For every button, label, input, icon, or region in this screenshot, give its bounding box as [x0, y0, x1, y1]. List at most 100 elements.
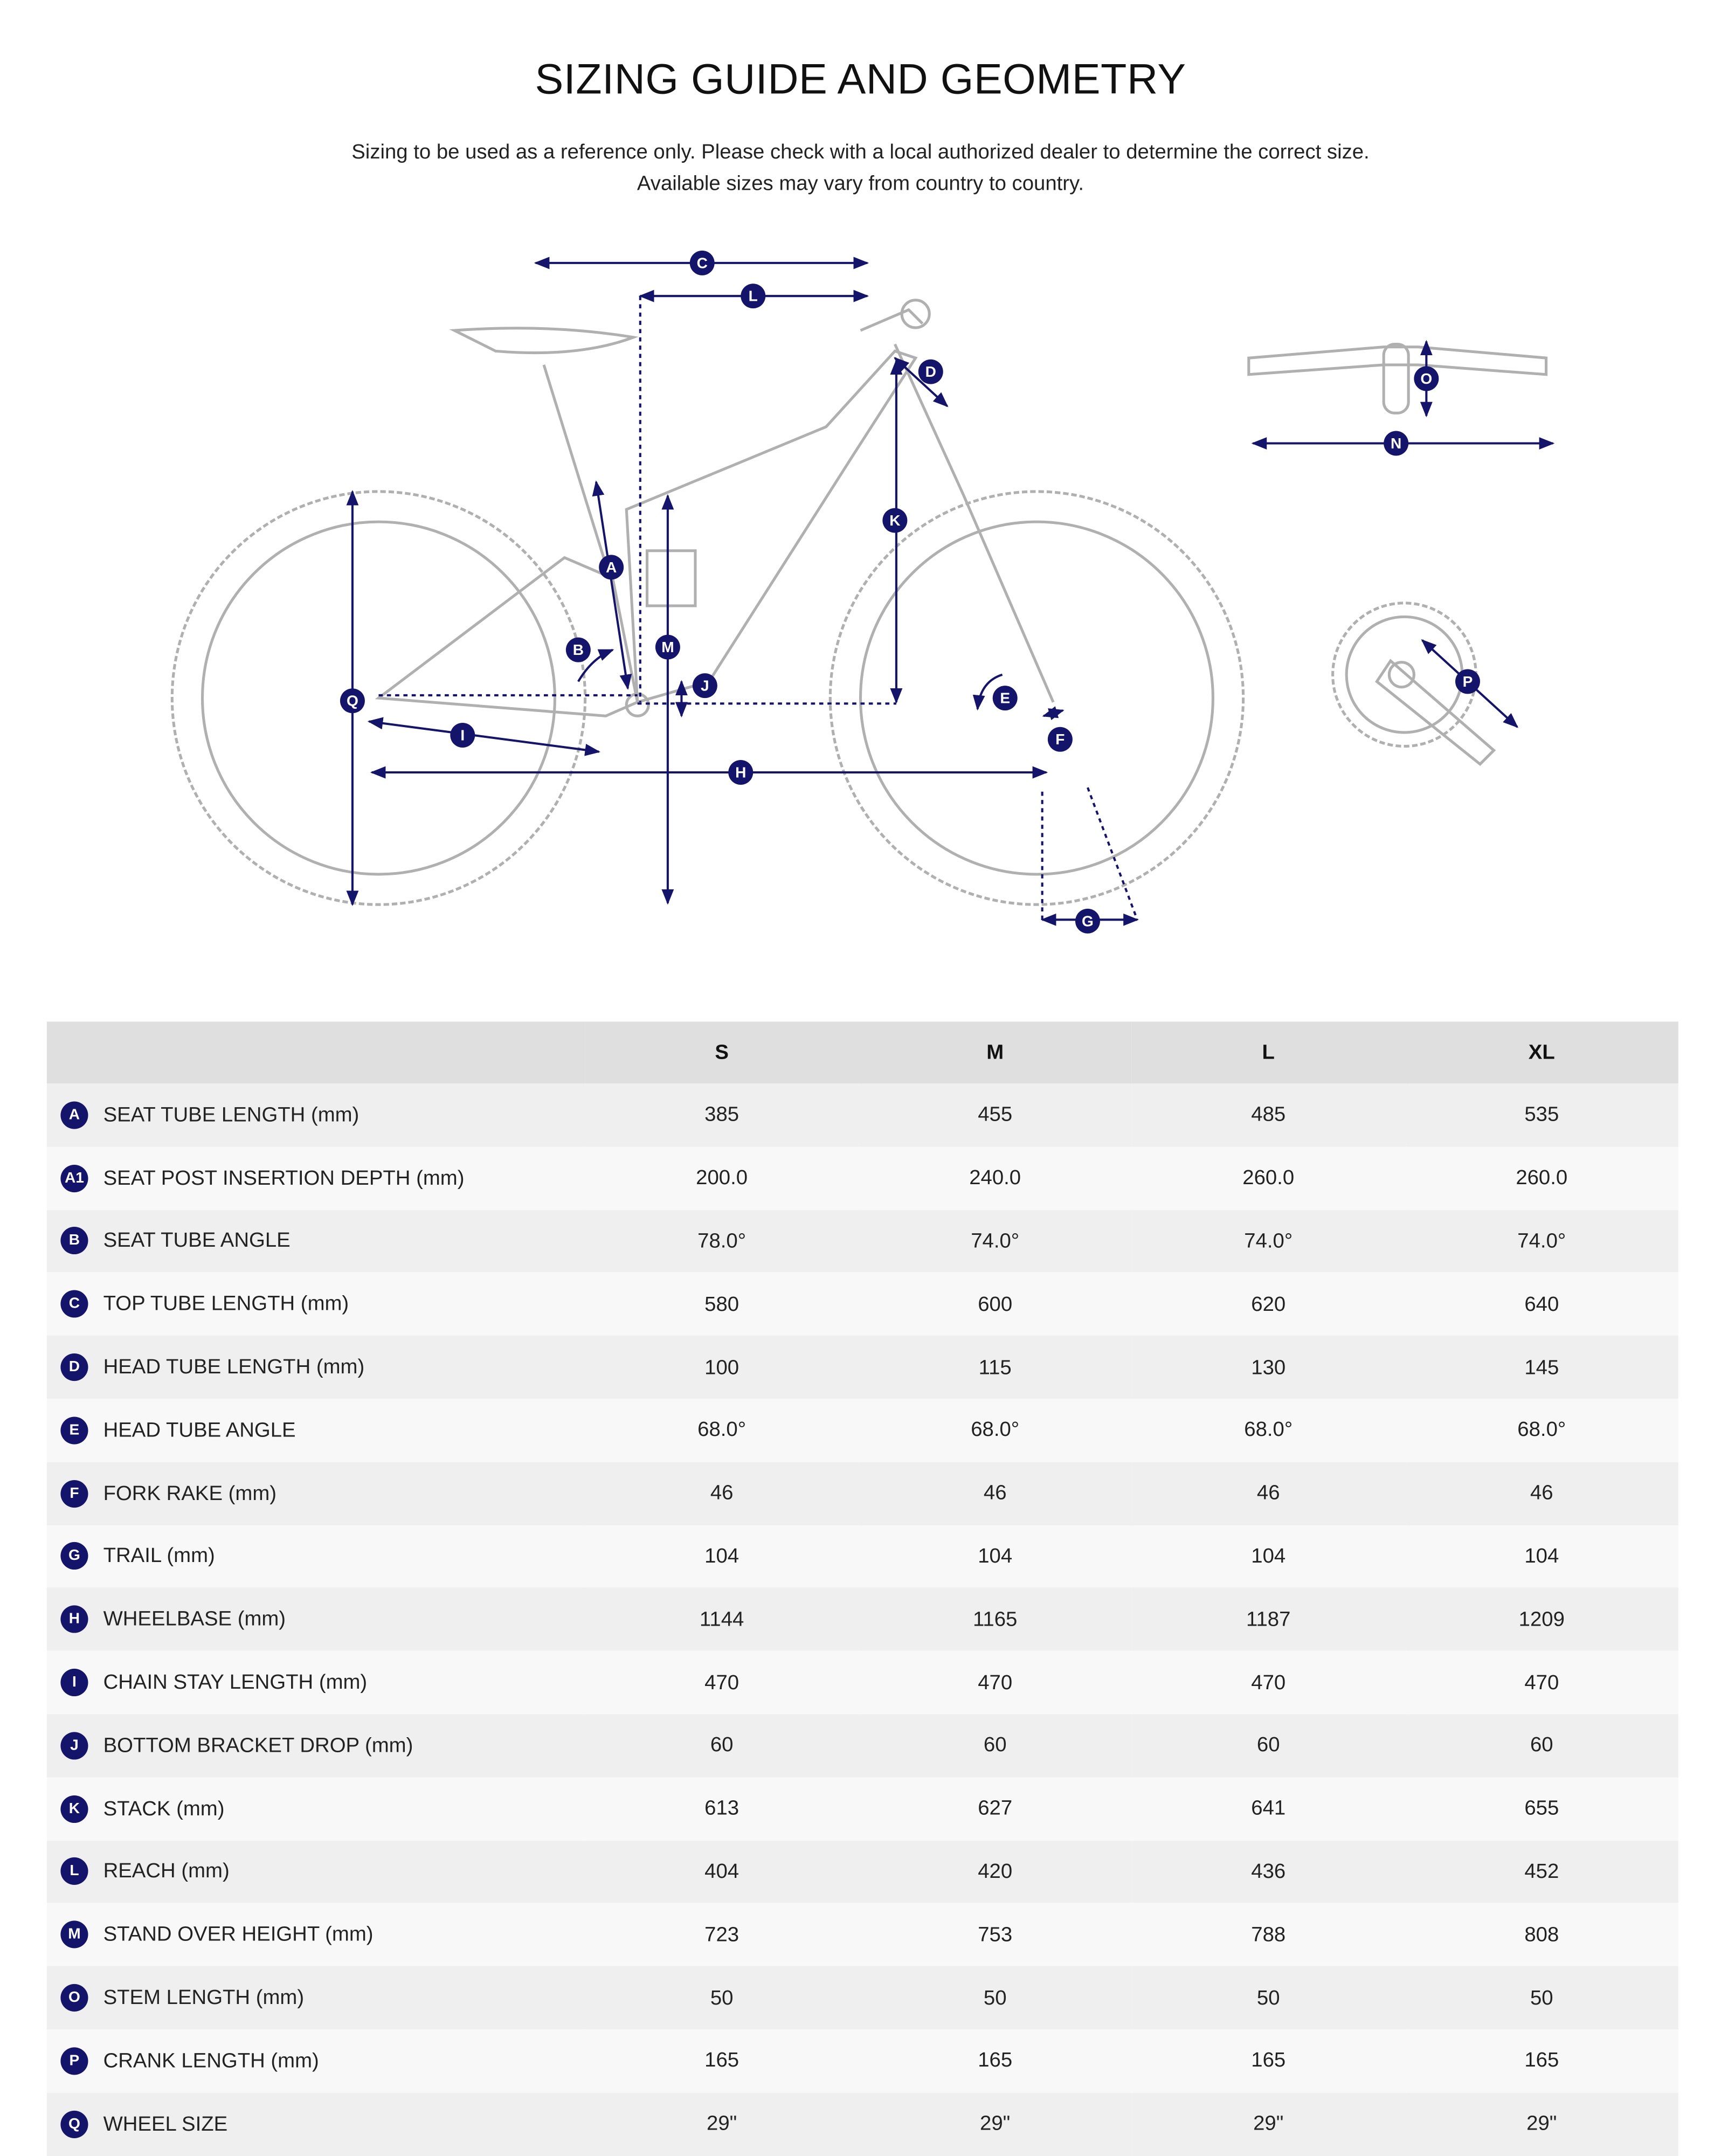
value-cell: 104 — [1131, 1525, 1405, 1588]
value-cell: 60 — [1405, 1714, 1678, 1778]
header-size: L — [1131, 1021, 1405, 1084]
label-H: H — [728, 760, 754, 785]
measurement-label: SEAT TUBE LENGTH (mm) — [103, 1103, 360, 1127]
label-Q: Q — [340, 688, 365, 714]
label-C: C — [689, 250, 715, 275]
value-cell: 260.0 — [1405, 1146, 1678, 1210]
measurement-label: CRANK LENGTH (mm) — [103, 2049, 319, 2073]
subtitle-line-1: Sizing to be used as a reference only. P… — [351, 140, 1370, 164]
label-A: A — [599, 555, 624, 580]
value-cell: 50 — [585, 1966, 859, 2030]
value-cell: 600 — [858, 1273, 1132, 1336]
value-cell: 68.0° — [1405, 1399, 1678, 1462]
measurement-label: BOTTOM BRACKET DROP (mm) — [103, 1733, 413, 1758]
value-cell: 455 — [858, 1083, 1132, 1147]
subtitle-line-2: Available sizes may vary from country to… — [637, 172, 1084, 196]
measurement-label: TRAIL (mm) — [103, 1544, 215, 1568]
measurement-code-badge: H — [60, 1606, 88, 1634]
value-cell: 46 — [1405, 1462, 1678, 1525]
value-cell: 68.0° — [858, 1399, 1132, 1462]
svg-text:A: A — [606, 559, 617, 576]
measurement-code-badge: K — [60, 1795, 88, 1823]
value-cell: 104 — [585, 1525, 859, 1588]
value-cell: 640 — [1405, 1273, 1678, 1336]
value-cell: 46 — [1131, 1462, 1405, 1525]
value-cell: 60 — [1131, 1714, 1405, 1778]
value-cell: 165 — [1405, 2029, 1678, 2093]
geometry-diagram: C L D K A B M J Q I H E F G O N P — [170, 250, 1555, 934]
header-size: M — [858, 1021, 1132, 1084]
measurement-label: SEAT TUBE ANGLE — [103, 1229, 291, 1253]
value-cell: 29" — [1405, 2092, 1678, 2156]
measurement-label: REACH (mm) — [103, 1860, 230, 1884]
value-cell: 655 — [1405, 1777, 1678, 1841]
label-P: P — [1455, 669, 1480, 694]
svg-text:M: M — [661, 639, 674, 655]
value-cell: 1144 — [585, 1588, 859, 1651]
measurement-code-badge: M — [60, 1921, 88, 1949]
value-cell: 46 — [858, 1462, 1132, 1525]
measurement-code-badge: P — [60, 2047, 88, 2075]
page-title: SIZING GUIDE AND GEOMETRY — [535, 55, 1186, 103]
value-cell: 50 — [1405, 1966, 1678, 2030]
value-cell: 60 — [585, 1714, 859, 1778]
value-cell: 436 — [1131, 1840, 1405, 1904]
label-O: O — [1414, 366, 1439, 391]
value-cell: 165 — [1131, 2029, 1405, 2093]
measurement-code-badge: B — [60, 1227, 88, 1255]
value-cell: 613 — [585, 1777, 859, 1841]
value-cell: 29" — [1131, 2092, 1405, 2156]
value-cell: 74.0° — [1405, 1210, 1678, 1273]
value-cell: 50 — [858, 1966, 1132, 2030]
measurement-label: WHEEL SIZE — [103, 2112, 228, 2136]
row-name-cell: B SEAT TUBE ANGLE — [46, 1210, 585, 1273]
label-B: B — [565, 637, 591, 662]
svg-text:O: O — [1420, 370, 1432, 387]
svg-text:D: D — [925, 363, 936, 380]
measurement-label: HEAD TUBE LENGTH (mm) — [103, 1356, 365, 1379]
value-cell: 385 — [585, 1083, 859, 1147]
measurement-code-badge: D — [60, 1353, 88, 1381]
row-name-cell: P CRANK LENGTH (mm) — [46, 2029, 585, 2093]
value-cell: 74.0° — [1131, 1210, 1405, 1273]
row-name-cell: D HEAD TUBE LENGTH (mm) — [46, 1336, 585, 1399]
value-cell: 104 — [858, 1525, 1132, 1588]
measurement-code-badge: G — [60, 1543, 88, 1571]
value-cell: 46 — [585, 1462, 859, 1525]
value-cell: 485 — [1131, 1083, 1405, 1147]
header-blank — [46, 1021, 585, 1084]
svg-text:L: L — [749, 288, 758, 305]
value-cell: 535 — [1405, 1083, 1678, 1147]
value-cell: 420 — [858, 1840, 1132, 1904]
svg-text:P: P — [1463, 673, 1473, 690]
value-cell: 470 — [1405, 1651, 1678, 1715]
svg-text:N: N — [1391, 435, 1401, 452]
svg-text:J: J — [701, 678, 709, 694]
svg-text:I: I — [460, 727, 465, 744]
value-cell: 580 — [585, 1273, 859, 1336]
header-size: S — [585, 1021, 859, 1084]
value-cell: 130 — [1131, 1336, 1405, 1399]
value-cell: 29" — [858, 2092, 1132, 2156]
dimension-lines — [346, 257, 1555, 926]
row-name-cell: G TRAIL (mm) — [46, 1525, 585, 1588]
